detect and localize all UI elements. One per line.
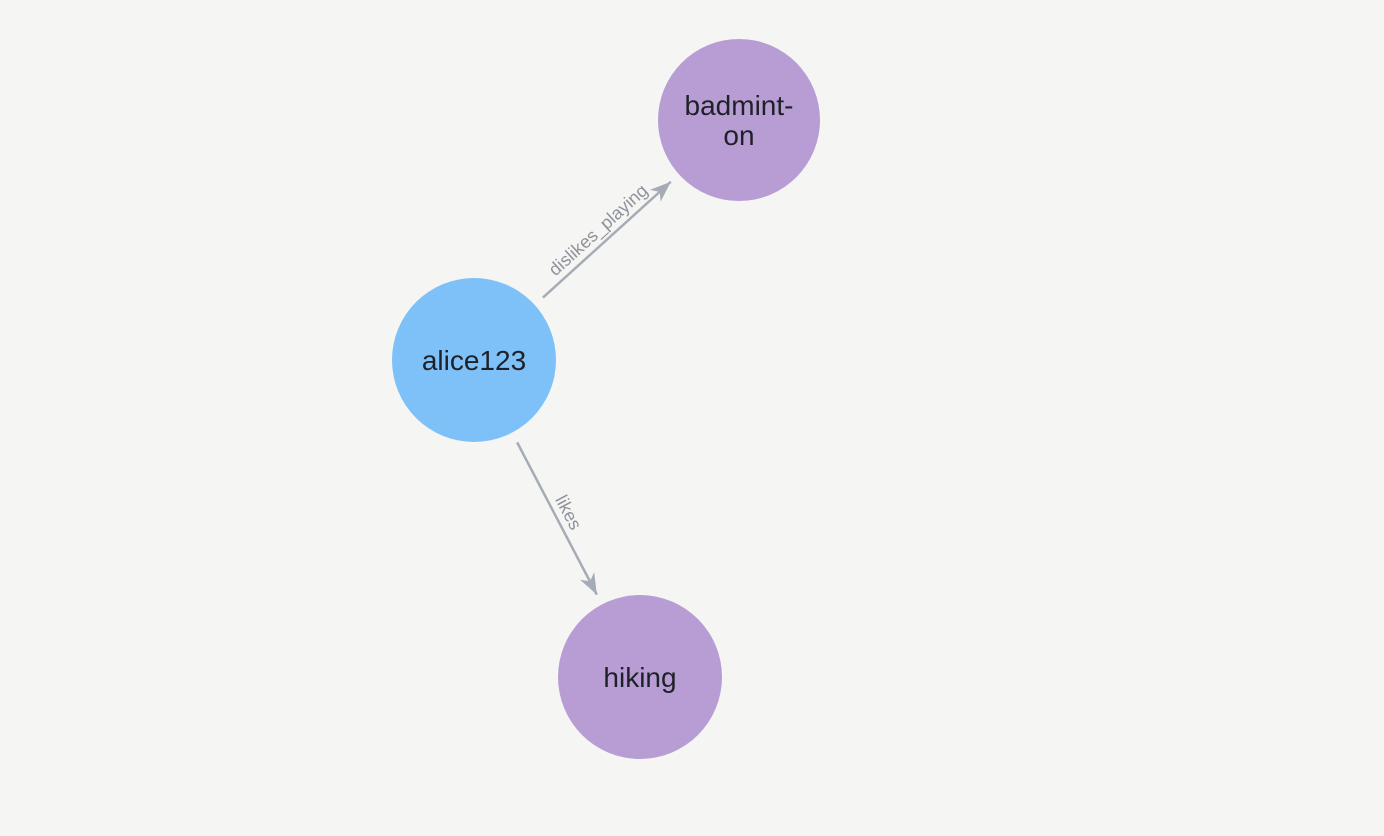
edge-dislikes_playing: dislikes_playing <box>542 180 672 299</box>
node-circle-hiking[interactable] <box>558 595 722 759</box>
node-circle-badminton[interactable] <box>658 39 820 201</box>
edge-line-likes[interactable] <box>516 441 598 596</box>
node-circle-alice123[interactable] <box>392 278 556 442</box>
nodes-layer: alice123 badmint-on hiking <box>392 39 820 759</box>
edge-line-dislikes_playing[interactable] <box>542 180 672 299</box>
node-label-badminton: badmint-on <box>685 90 794 151</box>
edge-label-likes: likes <box>551 492 585 533</box>
node-hiking: hiking <box>558 595 722 759</box>
node-badminton: badmint-on <box>658 39 820 201</box>
node-label-alice123: alice123 <box>422 345 526 376</box>
edge-label-dislikes_playing: dislikes_playing <box>545 180 653 280</box>
edge-likes: likes <box>516 441 598 596</box>
node-label-hiking: hiking <box>603 662 676 693</box>
node-alice123: alice123 <box>392 278 556 442</box>
